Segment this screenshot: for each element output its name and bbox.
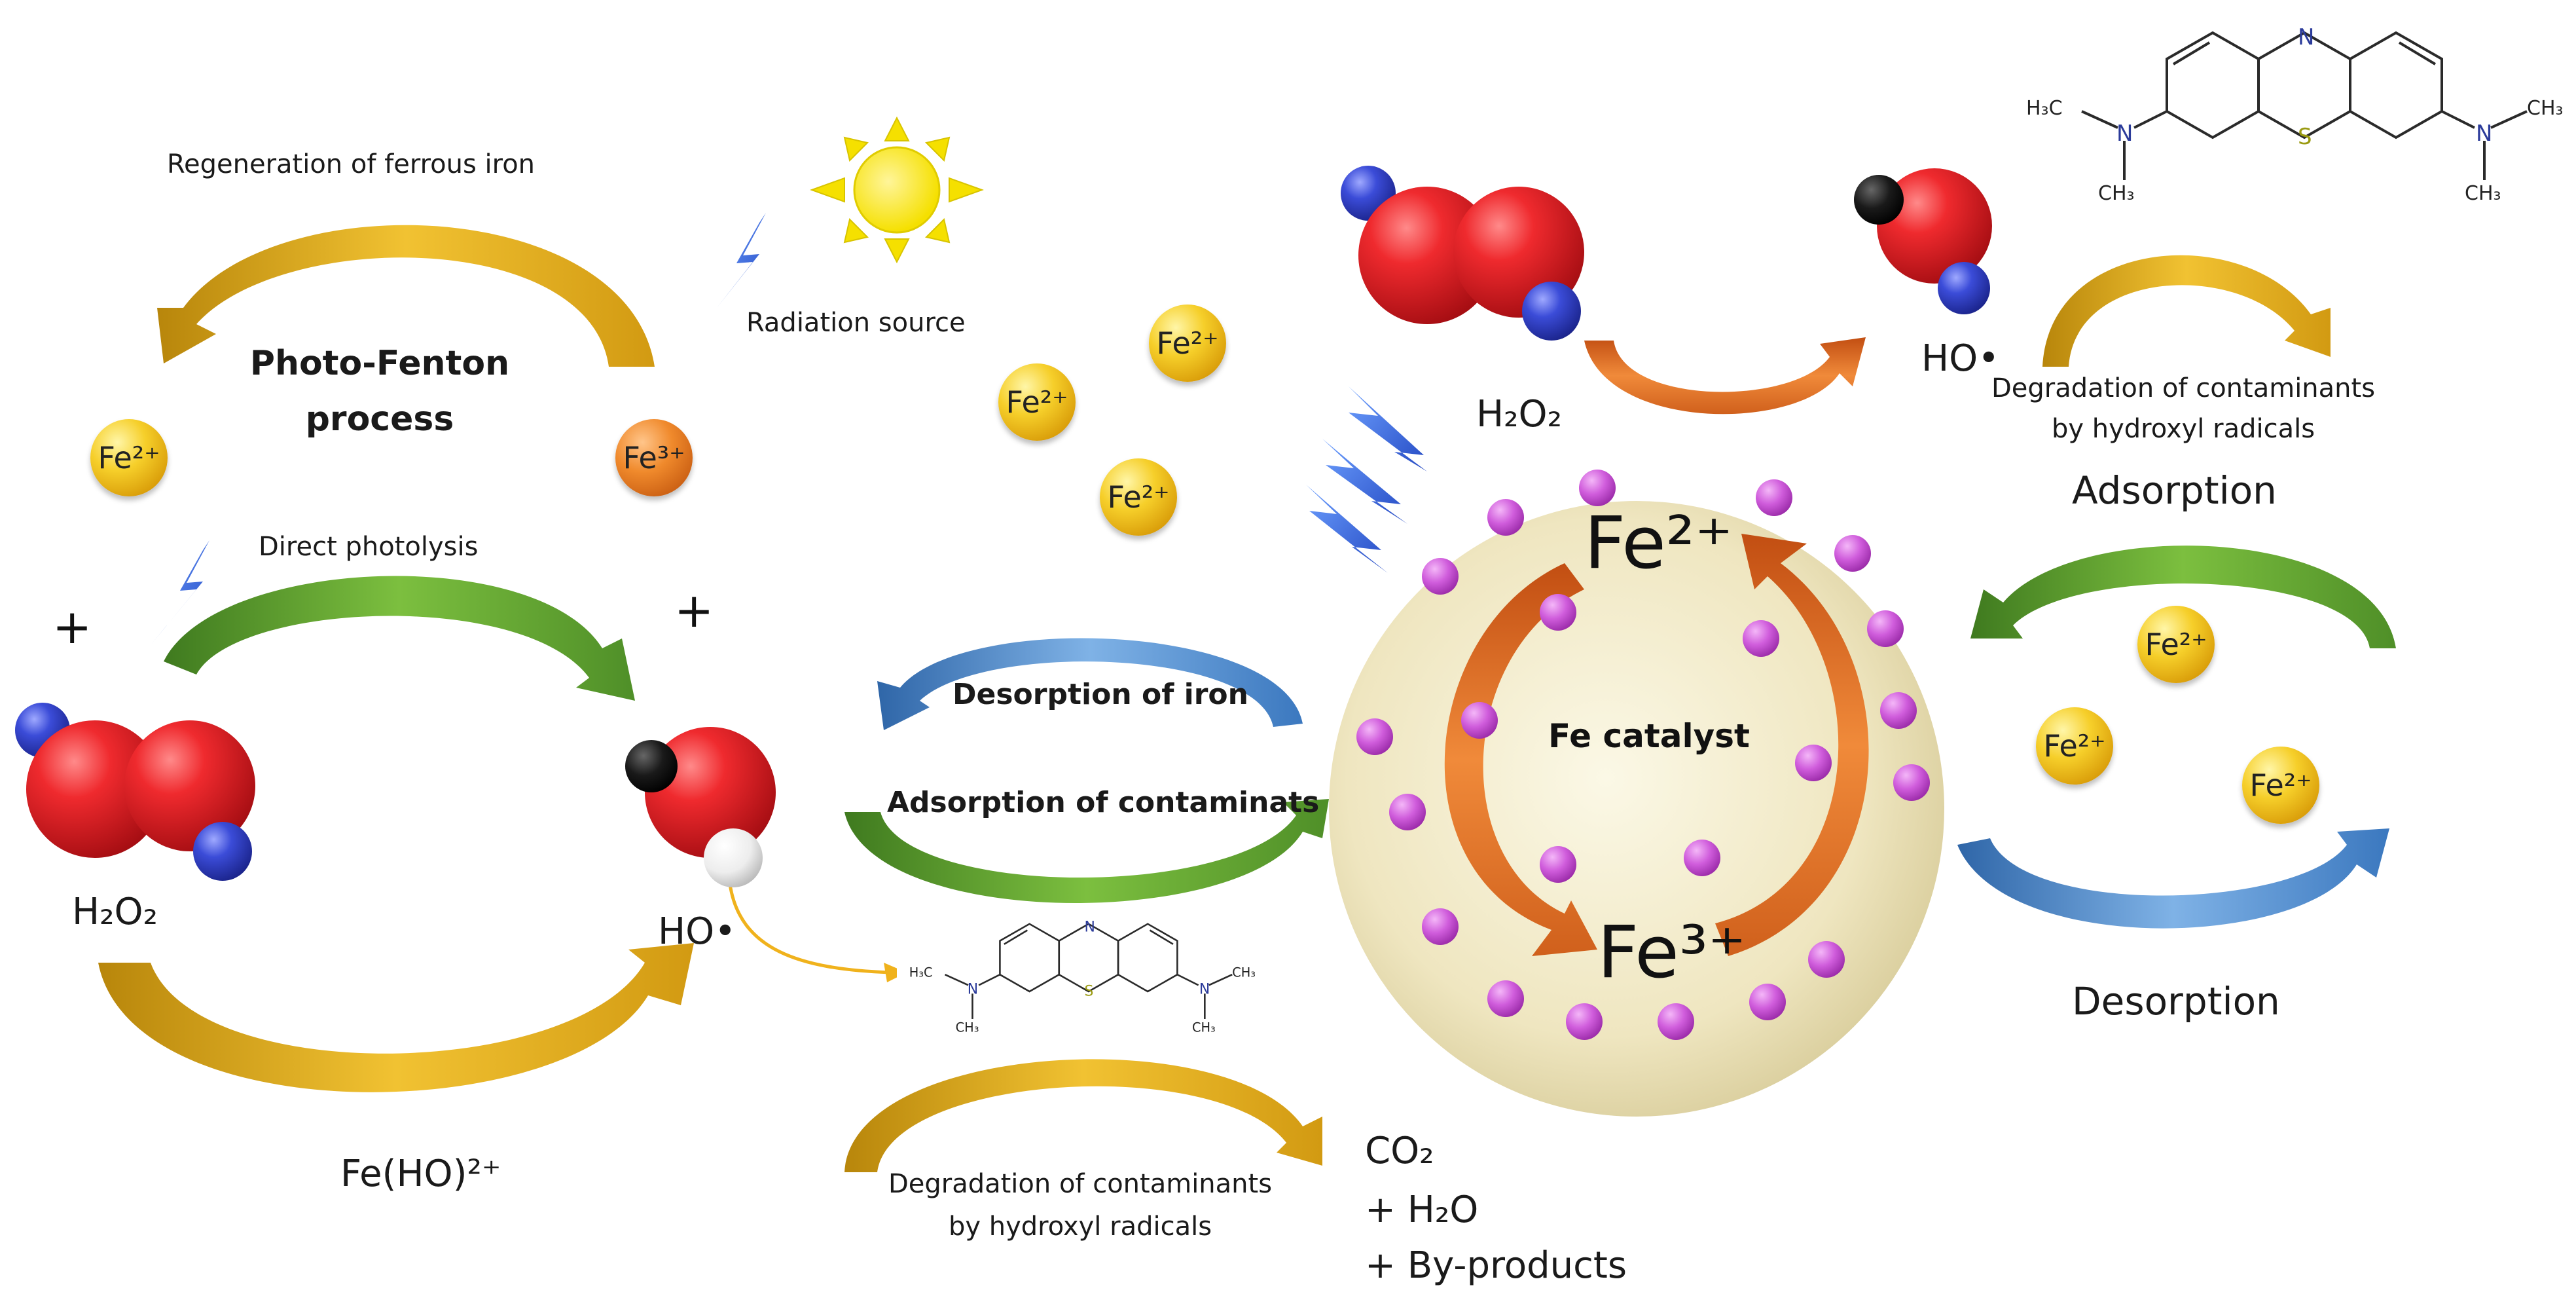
sun-icon: [810, 116, 984, 264]
direct-photolysis-label: Direct photolysis: [259, 532, 479, 562]
fe2-ball: Fe²⁺: [1100, 458, 1177, 536]
h2o2-label-right: H₂O₂: [1476, 393, 1563, 435]
fe3-ball-label: Fe³⁺: [623, 440, 685, 475]
desorption-iron-label: Desorption of iron: [952, 678, 1248, 711]
lightning-icon: [1349, 386, 1427, 472]
structure-n-top-small: N: [1084, 919, 1095, 935]
structure-ch3-left-small: CH₃: [956, 1020, 979, 1035]
plus-sign-right: +: [674, 583, 714, 638]
fe2-ball-label: Fe²⁺: [2249, 768, 2312, 803]
h2o2-label-left: H₂O₂: [72, 891, 158, 933]
structure-n-top: N: [2298, 24, 2314, 50]
structure-n-left: N: [2116, 120, 2133, 147]
h2o-label: + H₂O: [1365, 1189, 1479, 1231]
fe2-ball-label: Fe²⁺: [98, 440, 160, 475]
methylene-blue-structure-middle: N S N N H₃C CH₃ CH₃ CH₃: [897, 907, 1263, 1038]
fe-ho-label: Fe(HO)²⁺: [340, 1153, 501, 1195]
fe2-ball: Fe²⁺: [90, 419, 168, 496]
fe2-ball: Fe²⁺: [2242, 747, 2319, 824]
structure-ch3-right-top-small: CH₃: [1232, 965, 1256, 980]
fe2-core-label: Fe²⁺: [1584, 501, 1733, 585]
degradation-arrow-top: [2042, 255, 2331, 367]
ho-label-left: HO•: [658, 910, 736, 953]
adsorption-arrow: [1970, 546, 2396, 648]
fe2-ball-label: Fe²⁺: [2145, 627, 2207, 662]
fe3-to-fe2-arrow: [1715, 534, 1869, 956]
h2o2-molecule-right: [1341, 166, 1584, 341]
structure-ch3-right-bottom-small: CH₃: [1192, 1020, 1216, 1035]
adsorption-label: Adsorption: [2072, 468, 2277, 513]
structure-n-right-small: N: [1199, 981, 1210, 997]
fe-ho-arrow: [98, 943, 694, 1092]
fe2-ball-label: Fe²⁺: [2043, 728, 2106, 764]
adsorption-contaminants-label: Adsorption of contaminats: [887, 786, 1320, 819]
co2-label: CO₂: [1365, 1130, 1434, 1172]
lightning-icon: [151, 540, 209, 645]
byproducts-label: + By-products: [1365, 1244, 1627, 1287]
structure-n-left-small: N: [968, 981, 978, 997]
fe2-ball: Fe²⁺: [2036, 707, 2113, 785]
lightning-icon: [1322, 439, 1407, 524]
structure-n-right: N: [2476, 120, 2492, 147]
structure-ch3-right-bottom: CH₃: [2465, 182, 2501, 205]
h2o2-molecule-left: [15, 703, 255, 881]
fe3-core-label: Fe³⁺: [1597, 910, 1747, 994]
photo-fenton-title: Photo-Fenton: [249, 344, 510, 383]
degradation-arrow-bottom: [844, 1059, 1322, 1172]
lightning-icon: [1306, 485, 1388, 573]
structure-s-center-small: S: [1084, 983, 1093, 999]
fe2-ball: Fe²⁺: [998, 363, 1076, 441]
regeneration-label: Regeneration of ferrous iron: [167, 149, 535, 179]
structure-ch3-right-top: CH₃: [2527, 97, 2564, 120]
direct-photolysis-arrow: [164, 576, 635, 701]
fe-catalyst-label: Fe catalyst: [1548, 717, 1750, 755]
fe2-ball-label: Fe²⁺: [1006, 384, 1068, 420]
fe2-to-fe3-arrow: [1444, 563, 1597, 956]
process-title: process: [305, 399, 454, 439]
adsorption-sites: [1356, 470, 1930, 1040]
fe2-ball: Fe²⁺: [2137, 606, 2215, 683]
adsorption-contaminants-arrow: [844, 799, 1329, 904]
degradation-label-top-2: by hydroxyl radicals: [2051, 414, 2315, 444]
fe2-ball-label: Fe²⁺: [1156, 325, 1219, 361]
structure-h3c-left: H₃C: [2026, 97, 2063, 120]
radiation-source-label: Radiation source: [746, 308, 966, 338]
degradation-label-top-1: Degradation of contaminants: [1991, 373, 2376, 403]
plus-sign-left: +: [52, 599, 92, 654]
ho-molecule-left: [625, 727, 776, 887]
fe2-ball: Fe²⁺: [1149, 305, 1226, 382]
methylene-blue-structure-top: N S N N H₃C CH₃ CH₃ CH₃: [2010, 7, 2573, 210]
fe2-ball-label: Fe²⁺: [1107, 479, 1170, 515]
structure-h3c-left-small: H₃C: [909, 965, 933, 980]
ho-label-right: HO•: [1921, 337, 2000, 380]
desorption-iron-arrow: [877, 638, 1303, 730]
h2o2-to-ho-arrow: [1584, 337, 1866, 415]
structure-s-center: S: [2298, 124, 2312, 150]
regeneration-arrow: [157, 225, 655, 367]
desorption-arrow: [1957, 828, 2389, 929]
ho-to-dye-line: [728, 883, 891, 974]
degradation-label-bottom-1: Degradation of contaminants: [888, 1169, 1273, 1199]
degradation-label-bottom-2: by hydroxyl radicals: [948, 1212, 1212, 1242]
structure-ch3-left: CH₃: [2098, 182, 2135, 205]
ho-molecule-right: [1854, 168, 1992, 314]
ho-to-dye-arrowhead: [884, 963, 907, 982]
desorption-label: Desorption: [2072, 979, 2280, 1024]
fe3-ball: Fe³⁺: [615, 419, 693, 496]
lightning-icon: [717, 213, 766, 308]
